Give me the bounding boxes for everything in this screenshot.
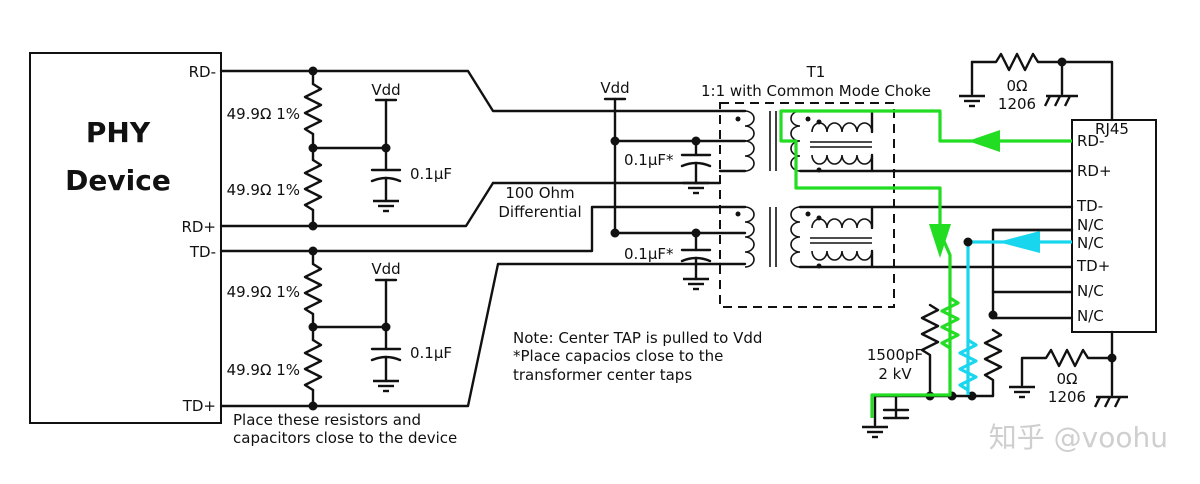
cap-ct2-label: 0.1μF* — [624, 245, 674, 263]
phy-subtitle: Device — [65, 164, 171, 197]
watermark: 知乎 @voohu — [989, 421, 1168, 454]
placement-note-line2: capacitors close to the device — [233, 429, 457, 447]
zero-ohm-bottom-value: 0Ω — [1056, 370, 1077, 388]
transformer-desc: 1:1 with Common Mode Choke — [701, 82, 931, 100]
resistor-rd-1 — [303, 82, 323, 136]
highlight-green-arrow-left — [968, 130, 1000, 152]
zero-ohm-top-size: 1206 — [998, 95, 1036, 113]
td-termination — [303, 246, 402, 411]
wire-rd-plus-out — [870, 153, 1074, 173]
pin-td-minus-label: TD- — [189, 243, 216, 261]
rj45-pin-2: RD+ — [1077, 162, 1112, 180]
rj45-pin-4: N/C — [1077, 216, 1104, 234]
shield-bottom — [1007, 330, 1130, 409]
cap-ct1-label: 0.1μF* — [624, 151, 674, 169]
vdd-label-center: Vdd — [600, 79, 629, 97]
transformer-outline — [719, 102, 895, 308]
rj45-pin-8: N/C — [1077, 307, 1104, 325]
highlight-green-resistor — [940, 296, 960, 350]
phy-title: PHY — [86, 116, 151, 149]
wire-rd-minus — [219, 69, 722, 113]
resistor-td-2 — [303, 338, 323, 392]
rj45-pin-7: N/C — [1077, 282, 1104, 300]
center-tap-network — [603, 97, 747, 291]
pin-td-plus-label: TD+ — [182, 397, 216, 415]
rj45-pin-5: N/C — [1077, 234, 1104, 252]
cap-rd-label: 0.1μF — [410, 165, 452, 183]
highlight-green-arrow-down — [929, 224, 951, 258]
wire-rd-minus-sec — [798, 109, 874, 134]
wire-pri-stubs — [718, 109, 747, 266]
wire-rd-plus — [219, 181, 495, 228]
pin-rd-minus-label: RD- — [189, 63, 216, 81]
rj45-connector — [1071, 119, 1157, 333]
resistor-rd-2 — [303, 158, 323, 212]
placement-note-line1: Place these resistors and — [233, 411, 421, 429]
resistor-td-1-label: 49.9Ω 1% — [227, 283, 300, 301]
vdd-label-td: Vdd — [371, 260, 400, 278]
rj45-pin-1: RD- — [1077, 132, 1104, 150]
resistor-rd-1-label: 49.9Ω 1% — [227, 105, 300, 123]
wire-td-plus-sec — [798, 249, 1074, 269]
highlight-cyan-resistor — [958, 338, 978, 392]
wire-td-minus — [219, 205, 722, 253]
wire-rd-plus-pri — [491, 169, 747, 185]
rj45-title: RJ45 — [1095, 120, 1129, 138]
zero-ohm-bottom-size: 1206 — [1048, 388, 1086, 406]
transformer-rd-section — [735, 110, 873, 173]
shield-top — [957, 52, 1114, 122]
diff-label-line1: 100 Ohm — [505, 184, 574, 202]
pin-rd-plus-label: RD+ — [181, 218, 216, 236]
phy-device-box — [29, 52, 222, 424]
transformer-td-section — [735, 206, 873, 269]
hv-cap-rating: 2 kV — [878, 365, 912, 383]
rj45-pin-3: TD- — [1076, 197, 1103, 215]
wire-td-plus — [219, 262, 722, 408]
wire-td-minus-sec — [798, 205, 1074, 230]
resistor-td-1 — [303, 262, 323, 316]
vdd-label-rd: Vdd — [371, 81, 400, 99]
cap-td-label: 0.1μF — [410, 344, 452, 362]
diff-label-line2: Differential — [498, 203, 581, 221]
highlight-cyan-arrow-left — [998, 231, 1040, 253]
zero-ohm-top-value: 0Ω — [1006, 77, 1027, 95]
note-line3: transformer center taps — [513, 366, 692, 384]
transformer-ref: T1 — [806, 63, 826, 81]
note-line1: Note: Center TAP is pulled to Vdd — [513, 329, 762, 347]
resistor-td-2-label: 49.9Ω 1% — [227, 361, 300, 379]
resistor-rd-2-label: 49.9Ω 1% — [227, 181, 300, 199]
hv-cap-value: 1500pF — [867, 346, 923, 364]
highlight-green-path — [779, 109, 1072, 418]
rd-termination — [303, 66, 402, 231]
rj45-pin-6: TD+ — [1076, 257, 1110, 275]
rj45-pin-labels: RD-RD+TD-N/CN/CTD+N/CN/C — [1076, 132, 1112, 325]
note-line2: *Place capacios close to the — [513, 347, 723, 365]
